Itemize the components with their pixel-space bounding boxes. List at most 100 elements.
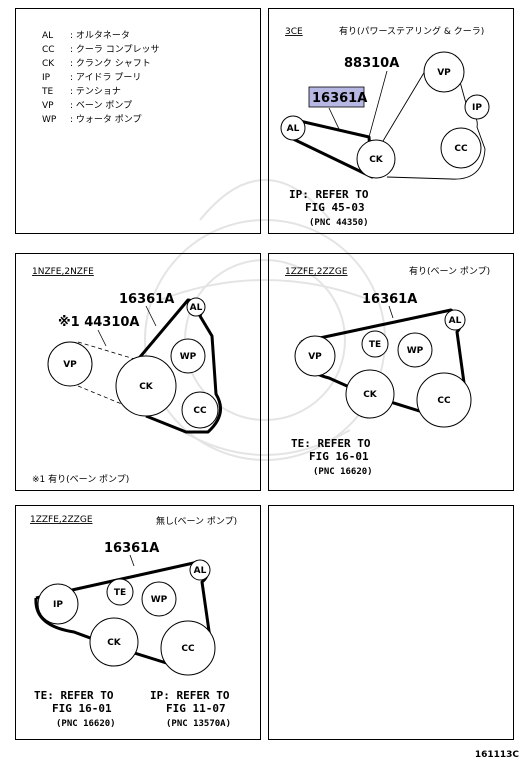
highlight-box: [308, 86, 365, 108]
pulley-label: CK: [139, 382, 154, 392]
part-number-88310a[interactable]: 88310A: [344, 56, 399, 71]
reference-line: IP: REFER TO: [289, 188, 369, 201]
legend-item: VP: ベーン ポンプ: [42, 99, 160, 113]
part-number-16361a[interactable]: 16361A: [312, 91, 367, 106]
legend-sep: :: [70, 101, 74, 111]
legend-item: AL: オルタネータ: [42, 29, 160, 43]
reference-label: TE:: [34, 689, 54, 702]
pulley-vp: [423, 51, 465, 93]
reference-fig[interactable]: FIG 11-07: [166, 702, 226, 715]
pulley-vp: [47, 341, 93, 387]
pulley-wp: [141, 581, 177, 617]
pulley-cc: [181, 391, 219, 429]
pulley-label: AL: [194, 566, 207, 576]
pulley-al: [444, 309, 466, 331]
leader-line: [328, 107, 340, 130]
pulley-label: CC: [437, 396, 451, 406]
legend-text: アイドラ プーリ: [75, 73, 142, 83]
part-number-44310a[interactable]: ※1 44310A: [58, 315, 140, 330]
reference-pnc: (PNC 13570A): [166, 719, 231, 729]
belt-vp-dashed: [77, 341, 139, 361]
legend-item: IP: アイドラ プーリ: [42, 71, 160, 85]
reference-fig[interactable]: FIG 45-03: [305, 201, 365, 214]
reference-line: TE: REFER TO: [34, 689, 114, 702]
pulley-label: CC: [193, 406, 207, 416]
pulley-wp: [397, 332, 433, 368]
pulley-label: CC: [181, 644, 195, 654]
engine-label: 1ZZFE,2ZZGE: [30, 515, 93, 525]
pulley-ck: [345, 369, 395, 419]
reference-line: IP: REFER TO: [150, 689, 230, 702]
legend-item: TE: テンショナ: [42, 85, 160, 99]
part-number-16361a[interactable]: 16361A: [362, 292, 417, 307]
pulley-label: WP: [407, 346, 424, 356]
legend-abbr: CC: [42, 45, 55, 55]
legend-panel: AL: オルタネータ CC: クーラ コンプレッサ CK: クランク シャフト …: [15, 8, 261, 234]
pulley-label: IP: [53, 600, 63, 610]
legend-item: WP: ウォータ ポンプ: [42, 113, 160, 127]
legend-text: オルタネータ: [75, 31, 130, 41]
legend-abbr: IP: [42, 73, 51, 83]
pulley-label: CC: [454, 144, 468, 154]
pulley-label: VP: [437, 68, 451, 78]
leader-line: [388, 305, 394, 319]
pulley-label: CK: [369, 155, 384, 165]
leader-line: [145, 305, 157, 327]
part-number-16361a[interactable]: 16361A: [104, 541, 159, 556]
pulley-ip: [464, 94, 490, 120]
legend-sep: :: [70, 31, 74, 41]
legend-sep: :: [70, 115, 74, 125]
diagram-1nzfe: 1NZFE,2NZFE 16361A ※1 44310A VP AL WP CK…: [32, 267, 222, 485]
belt-vp-dashed: [77, 385, 147, 415]
panel-1zzfe-with-pump: 1ZZFE,2ZZGE 有り(ベーン ポンプ) 16361A VP AL TE …: [268, 253, 514, 491]
pulley-cc: [160, 620, 216, 676]
reference-label: IP:: [150, 689, 170, 702]
pulley-wp: [170, 338, 206, 374]
pulley-al: [189, 559, 211, 581]
pulley-label: AL: [287, 124, 300, 134]
legend-abbr: AL: [42, 31, 54, 41]
legend-abbr: VP: [42, 101, 54, 111]
reference-pnc: (PNC 44350): [309, 218, 369, 228]
pulley-te: [361, 330, 389, 358]
legend-abbr: CK: [42, 59, 55, 69]
legend-sep: :: [70, 87, 74, 97]
pulley-label: TE: [369, 340, 381, 350]
leader-line: [129, 554, 135, 567]
pulley-ck: [356, 139, 396, 179]
legend-sep: :: [70, 59, 74, 69]
condition-label: 有り(ベーン ポンプ): [409, 265, 490, 277]
reference-fig[interactable]: FIG 16-01: [52, 702, 112, 715]
leader-line: [368, 70, 388, 138]
pulley-label: AL: [190, 303, 203, 313]
part-number-16361a[interactable]: 16361A: [119, 292, 174, 307]
panel-1nzfe: 1NZFE,2NZFE 16361A ※1 44310A VP AL WP CK…: [15, 253, 261, 491]
pulley-label: WP: [180, 352, 197, 362]
pulley-label: VP: [63, 360, 77, 370]
engine-label: 1NZFE,2NZFE: [32, 267, 94, 277]
reference-text: REFER TO: [61, 689, 114, 702]
footnote: ※1 有り(ベーン ポンプ): [32, 473, 129, 485]
legend-abbr: WP: [42, 115, 57, 125]
empty-panel: [268, 505, 514, 740]
reference-fig[interactable]: FIG 16-01: [309, 450, 369, 463]
pulley-ck: [115, 355, 177, 417]
panel-3ce: 3CE 有り(パワーステアリング & クーラ) 88310A 16361A AL…: [268, 8, 514, 234]
pulley-label: CK: [363, 390, 378, 400]
pulley-al: [186, 297, 206, 317]
engine-label: 3CE: [285, 27, 303, 37]
reference-line: TE: REFER TO: [291, 437, 371, 450]
condition-label: 無し(ベーン ポンプ): [156, 515, 237, 527]
pulley-cc: [440, 127, 482, 169]
pulley-vp: [294, 335, 336, 377]
legend-text: クーラ コンプレッサ: [75, 45, 160, 55]
pulley-label: WP: [151, 595, 168, 605]
legend-sep: :: [70, 45, 74, 55]
reference-text: REFER TO: [318, 437, 371, 450]
pulley-label: VP: [308, 352, 322, 362]
legend-item: CC: クーラ コンプレッサ: [42, 43, 160, 57]
pulley-ip: [37, 583, 79, 625]
reference-label: TE:: [291, 437, 311, 450]
legend-sep: :: [70, 73, 74, 83]
